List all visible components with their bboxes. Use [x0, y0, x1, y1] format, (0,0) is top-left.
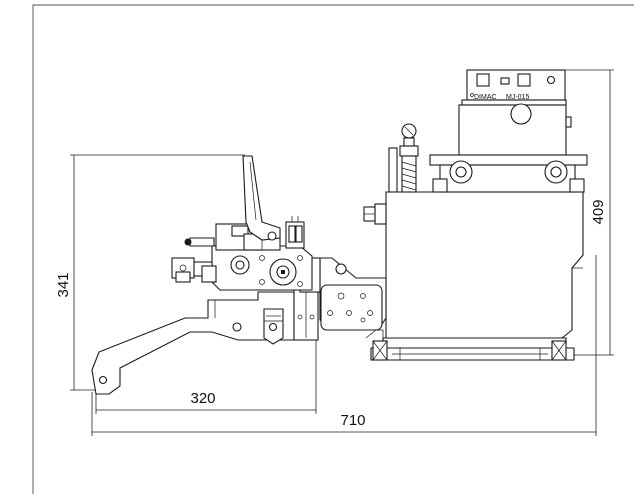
dim-label-341: 341: [55, 272, 72, 297]
oil-filler: [388, 123, 419, 193]
motor-unit: DIMAC MJ-015: [429, 69, 588, 193]
dim-label-710: 710: [340, 412, 365, 429]
dimension-710: 710: [91, 255, 597, 436]
dim-label-409: 409: [590, 199, 607, 224]
link-plate: [319, 257, 387, 331]
gear-housing: [171, 216, 313, 291]
dim-label-320: 320: [190, 390, 215, 407]
base-frame: [365, 329, 575, 361]
dimension-409: 409: [565, 69, 614, 356]
sheet-border: [32, 4, 634, 494]
release-lever: [242, 155, 281, 241]
dimension-320: 320: [95, 340, 317, 414]
dimension-341: 341: [55, 154, 245, 391]
long-arm: [91, 291, 295, 395]
nameplate-brand: DIMAC: [474, 94, 497, 101]
nameplate-model: MJ-015: [506, 94, 529, 101]
main-housing: [363, 191, 584, 339]
